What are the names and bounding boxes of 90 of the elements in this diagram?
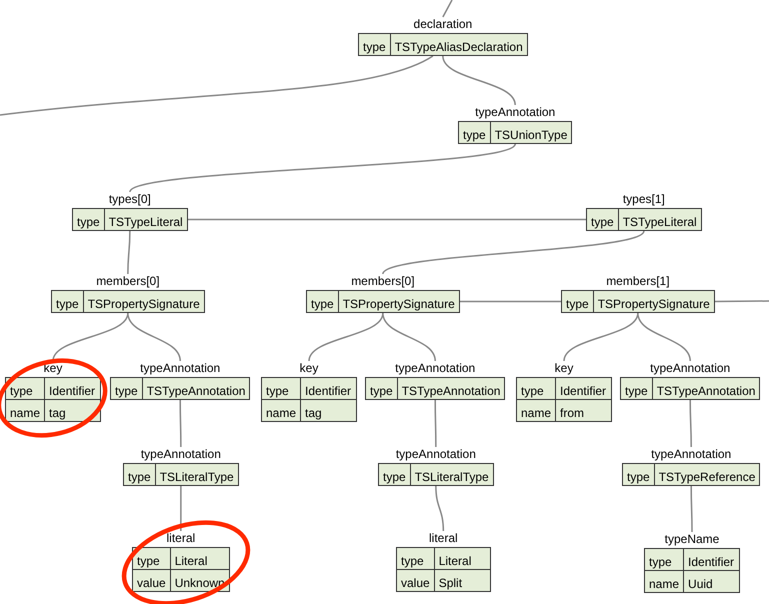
connector-line [188,218,586,220]
field-value: TSTypeAliasDeclaration [390,34,528,56]
field-value: TSPropertySignature [83,290,204,312]
field-key: name [516,400,556,422]
field-value: TSLiteralType [155,464,238,486]
field-key: type [620,378,652,400]
property-label: key [300,361,318,377]
property-label: members[1] [606,274,670,290]
property-label: members[0] [96,274,160,290]
field-value: Uuid [684,570,740,592]
connector-line [442,0,453,18]
field-value: TSUnionType [490,122,572,144]
property-label: declaration [414,17,472,33]
property-label: key [44,361,62,377]
connector-line [442,56,516,106]
field-key: type [366,378,398,400]
property-label: literal [166,531,196,547]
property-label: members[0] [351,274,415,290]
connector-line [690,486,693,532]
field-value: TSPropertySignature [593,290,714,312]
field-value: Literal [170,548,230,570]
connector-line [382,312,436,362]
field-key: type [644,548,684,570]
field-key: type [358,34,390,56]
connector-line [460,300,561,302]
connector-line [434,400,437,447]
field-value: from [556,400,612,422]
field-key: type [378,464,410,486]
connector-line [563,312,639,362]
connector-line [0,55,434,116]
connector-line [714,300,769,302]
field-key: type [306,290,338,312]
field-value: tag [300,400,357,422]
field-key: type [622,464,654,486]
field-value: Unknown [170,570,230,592]
field-key: value [396,570,434,592]
field-key: type [132,548,170,570]
field-value: TSTypeLiteral [104,208,188,230]
field-value: Literal [434,548,490,570]
property-label: typeName [664,532,720,548]
connector-line [689,400,692,447]
property-label: typeAnnotation [651,447,732,463]
field-value: Identifier [684,548,740,570]
field-value: Identifier [300,378,357,400]
connector-line [127,231,131,274]
field-value: TSPropertySignature [338,290,460,312]
field-value: TSTypeAnnotation [142,378,250,400]
field-value: TSTypeLiteral [618,208,702,230]
connector-line [435,486,444,532]
property-label: typeAnnotation [140,447,221,463]
property-label: types[0] [108,192,151,208]
field-key: type [110,378,142,400]
connector-line [127,312,181,362]
field-value: tag [44,400,101,422]
field-key: type [396,548,434,570]
field-key: type [586,208,618,230]
property-label: typeAnnotation [650,361,730,377]
property-label: literal [429,531,458,547]
field-key: type [458,122,490,144]
property-label: typeAnnotation [396,447,476,463]
field-key: name [262,400,301,422]
field-key: type [124,464,156,486]
connector-line [382,230,644,275]
field-value: TSTypeAnnotation [397,378,505,400]
field-key: type [52,290,84,312]
field-value: Identifier [44,378,101,400]
connector-line [179,400,182,447]
property-label: key [554,361,574,377]
property-label: typeAnnotation [395,361,476,377]
connector-line [129,143,516,193]
field-key: value [132,570,170,592]
field-key: type [6,378,45,400]
connector-line [308,312,384,362]
field-key: type [72,208,104,230]
field-key: type [516,378,556,400]
field-key: type [262,378,301,400]
field-value: TSTypeReference [654,464,760,486]
field-value: Identifier [556,378,612,400]
property-label: typeAnnotation [475,105,556,121]
connector-line [180,486,182,531]
field-key: name [644,570,684,592]
connector-line [52,312,129,362]
field-key: type [562,290,594,312]
field-value: TSLiteralType [410,464,494,486]
field-value: Split [434,570,490,592]
property-label: types[1] [622,192,665,208]
connector-line [637,312,691,362]
property-label: typeAnnotation [140,361,220,377]
field-key: name [6,400,45,422]
field-value: TSTypeAnnotation [652,378,760,400]
